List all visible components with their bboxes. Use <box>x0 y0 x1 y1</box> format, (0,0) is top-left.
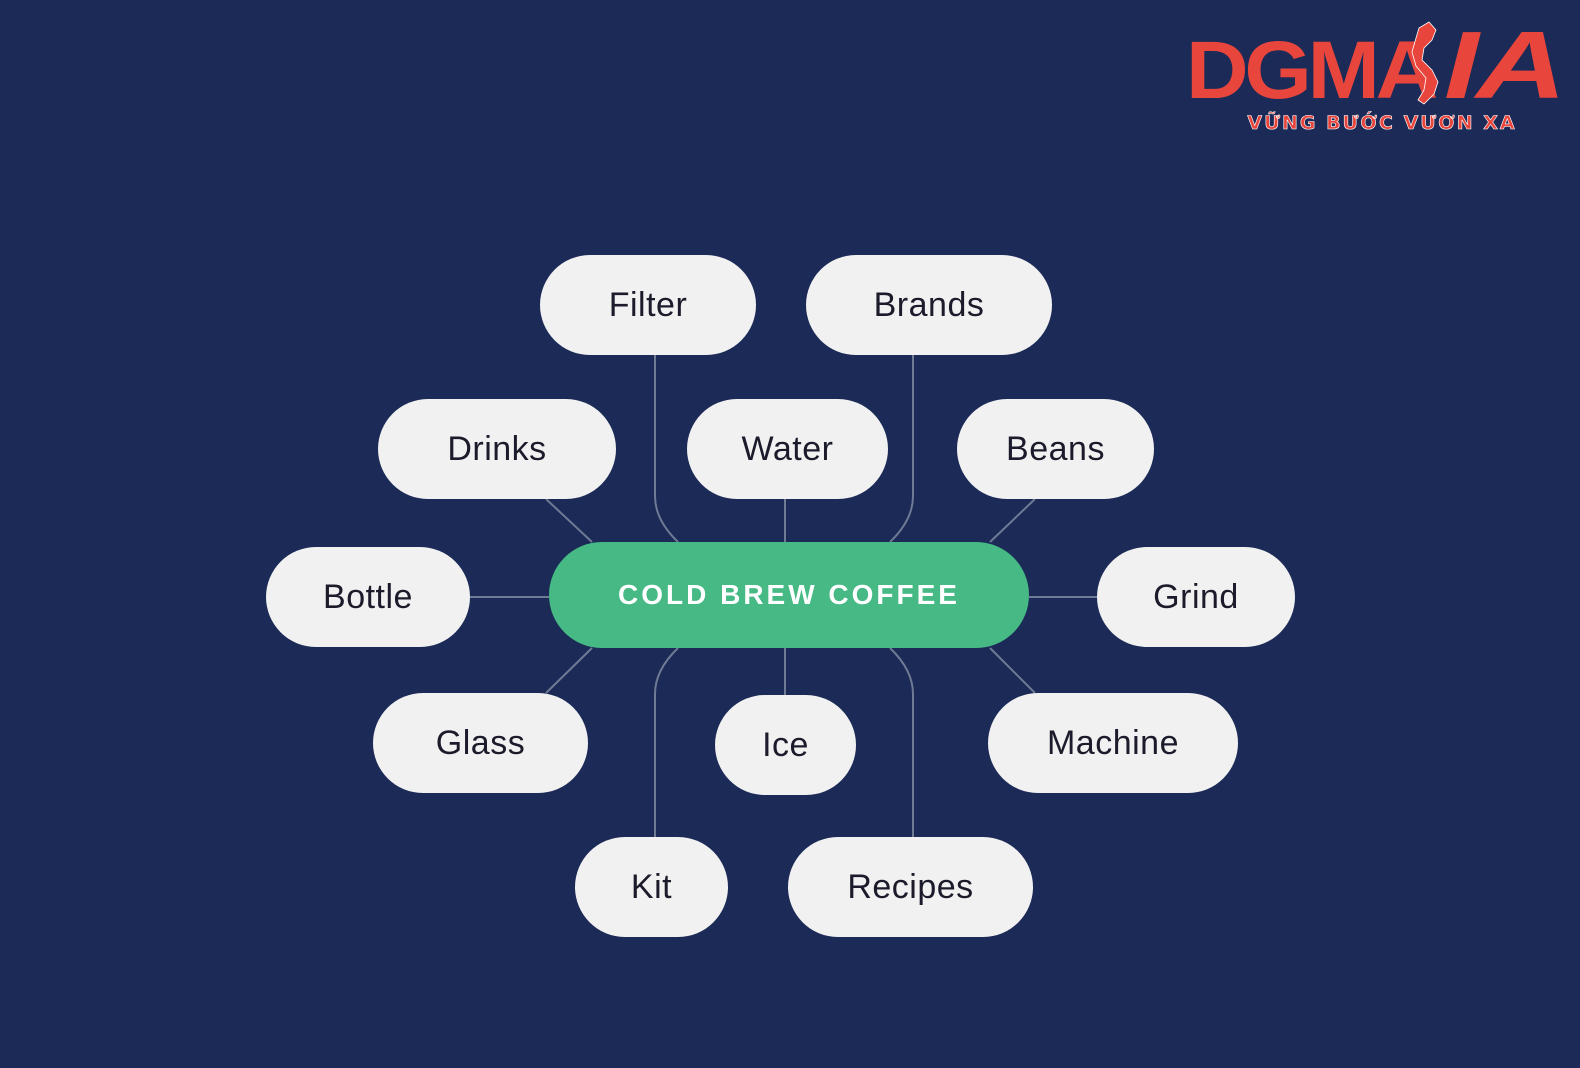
connector-drinks <box>545 498 593 543</box>
central-topic-label: COLD BREW COFFEE <box>618 579 960 610</box>
node-glass-label: Glass <box>435 723 526 762</box>
node-bottle: Bottle <box>266 547 470 647</box>
node-filter-label: Filter <box>608 285 688 324</box>
node-ice-label: Ice <box>762 725 809 764</box>
connector-kit <box>654 647 679 837</box>
node-kit: Kit <box>575 837 728 937</box>
brand-logo: DGMA IA VỮNG BƯỚC VƯƠN XA <box>1186 8 1566 138</box>
node-grind-label: Grind <box>1153 577 1239 616</box>
vietnam-map-icon <box>1411 21 1439 105</box>
node-brands-label: Brands <box>873 285 985 324</box>
svg-text:IA: IA <box>1444 12 1564 108</box>
node-drinks-label: Drinks <box>447 429 547 468</box>
node-grind: Grind <box>1097 547 1295 647</box>
node-drinks: Drinks <box>378 399 616 499</box>
node-water-label: Water <box>741 429 834 468</box>
connector-glass <box>545 647 593 694</box>
node-beans: Beans <box>957 399 1154 499</box>
connector-filter <box>654 355 679 543</box>
logo-wordmark: DGMA IA <box>1186 12 1566 108</box>
node-bottle-label: Bottle <box>323 577 413 616</box>
connector-recipes <box>889 647 914 837</box>
node-recipes-label: Recipes <box>847 867 974 906</box>
svg-text:DGMA: DGMA <box>1186 25 1437 108</box>
node-recipes: Recipes <box>788 837 1033 937</box>
node-glass: Glass <box>373 693 588 793</box>
node-machine-label: Machine <box>1046 723 1179 762</box>
node-machine: Machine <box>988 693 1238 793</box>
node-beans-label: Beans <box>1006 429 1105 468</box>
node-brands: Brands <box>806 255 1052 355</box>
node-kit-label: Kit <box>630 867 673 906</box>
central-topic: COLD BREW COFFEE <box>549 542 1029 648</box>
node-filter: Filter <box>540 255 756 355</box>
connector-beans <box>989 498 1036 543</box>
connector-machine <box>989 647 1036 694</box>
logo-tagline: VỮNG BƯỚC VƯƠN XA <box>1247 112 1517 135</box>
connector-brands <box>889 355 914 543</box>
node-water: Water <box>687 399 888 499</box>
node-ice: Ice <box>715 695 856 795</box>
